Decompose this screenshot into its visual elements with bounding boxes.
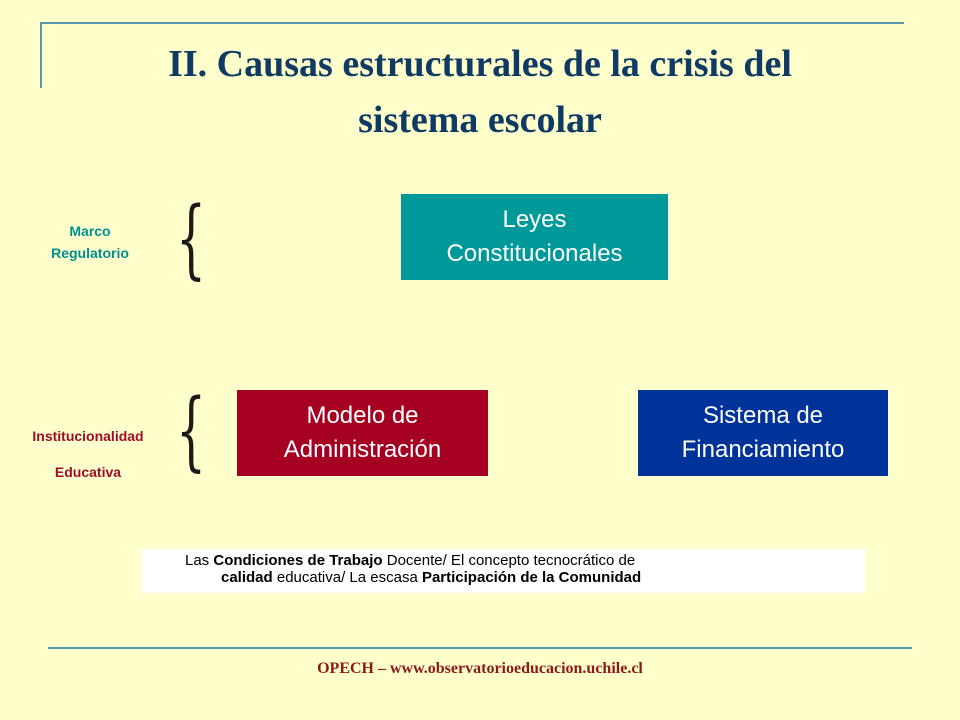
modelo-line-2: Administración xyxy=(283,436,442,463)
inst-label-line-2: Educativa xyxy=(54,464,122,480)
marco-label-line-2: Regulatorio xyxy=(51,245,129,261)
marco-regulatorio-label: Marco Regulatorio xyxy=(30,220,150,264)
brace-institucionalidad: { xyxy=(176,381,207,481)
condiciones-line-1: Las Condiciones de Trabajo Docente/ El c… xyxy=(185,552,857,569)
cond-text-2: Docente/ El concepto tecnocrático de xyxy=(382,552,636,569)
top-rule xyxy=(40,22,904,24)
sistema-financiamiento-box: Sistema de Financiamiento xyxy=(638,390,888,476)
cond-text-3: educativa/ La escasa xyxy=(272,569,422,586)
marco-label-line-1: Marco xyxy=(69,223,111,239)
brace-marco: { xyxy=(176,189,207,289)
inst-label-line-1: Institucionalidad xyxy=(32,428,144,444)
leyes-line-2: Constitucionales xyxy=(446,240,623,267)
slide-title-line-2: sistema escolar xyxy=(358,99,602,141)
cond-text-1: Las xyxy=(185,552,214,569)
footer-credit: OPECH – www.observatorioeducacion.uchile… xyxy=(317,660,643,677)
financ-line-2: Financiamiento xyxy=(681,436,845,463)
top-rule-vertical xyxy=(40,22,42,88)
leyes-constitucionales-box: Leyes Constitucionales xyxy=(401,194,668,280)
financ-line-1: Sistema de xyxy=(702,402,824,429)
condiciones-line-2: calidad educativa/ La escasa Participaci… xyxy=(185,569,857,586)
cond-bold-condiciones: Condiciones de Trabajo xyxy=(213,552,383,569)
institucionalidad-educativa-label: Institucionalidad Educativa xyxy=(6,418,170,490)
bottom-rule xyxy=(48,647,912,649)
modelo-administracion-box: Modelo de Administración xyxy=(237,390,488,476)
slide-title-line-1: II. Causas estructurales de la crisis de… xyxy=(168,43,792,85)
cond-bold-participacion: Participación de la Comunidad xyxy=(421,569,642,586)
condiciones-textbox: Las Condiciones de Trabajo Docente/ El c… xyxy=(141,549,865,593)
leyes-line-1: Leyes xyxy=(502,206,567,233)
modelo-line-1: Modelo de xyxy=(306,402,419,429)
cond-bold-calidad: calidad xyxy=(221,569,273,586)
slide-title: II. Causas estructurales de la crisis de… xyxy=(60,36,900,148)
